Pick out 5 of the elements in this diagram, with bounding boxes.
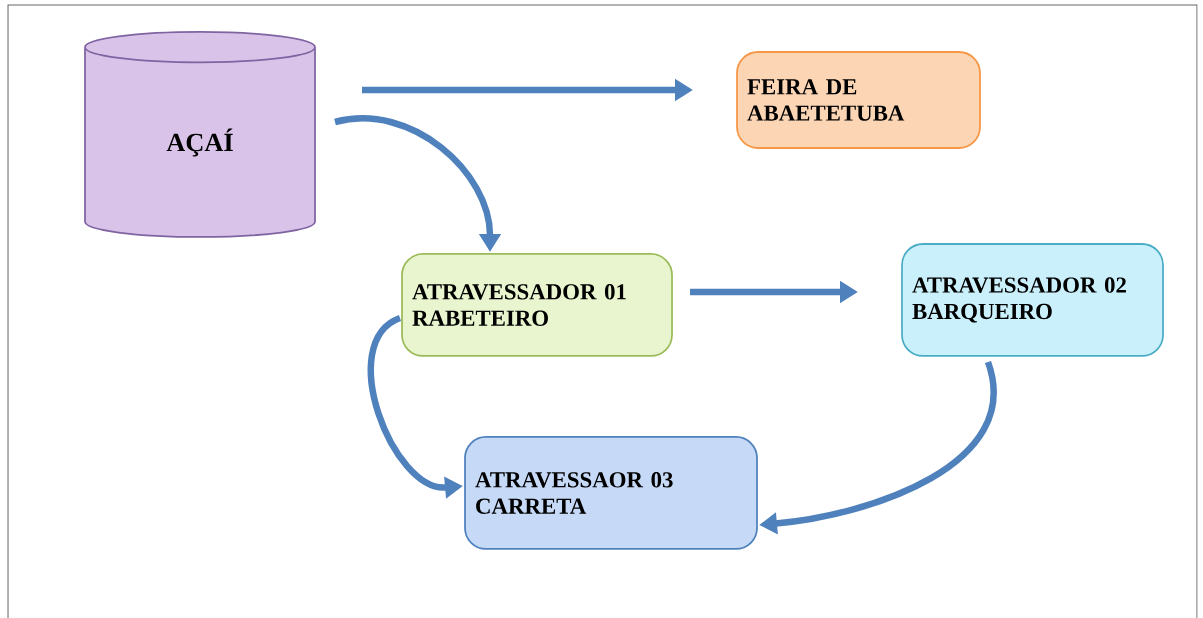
process-box: ATRAVESSAOR 03 CARRETA: [464, 436, 758, 550]
process-box: ATRAVESSADOR 02 BARQUEIRO: [901, 243, 1164, 357]
process-box: FEIRA DE ABAETETUBA: [736, 51, 981, 149]
process-box: ATRAVESSADOR 01 RABETEIRO: [401, 253, 673, 357]
cylinder: AÇAÍ: [84, 31, 316, 238]
